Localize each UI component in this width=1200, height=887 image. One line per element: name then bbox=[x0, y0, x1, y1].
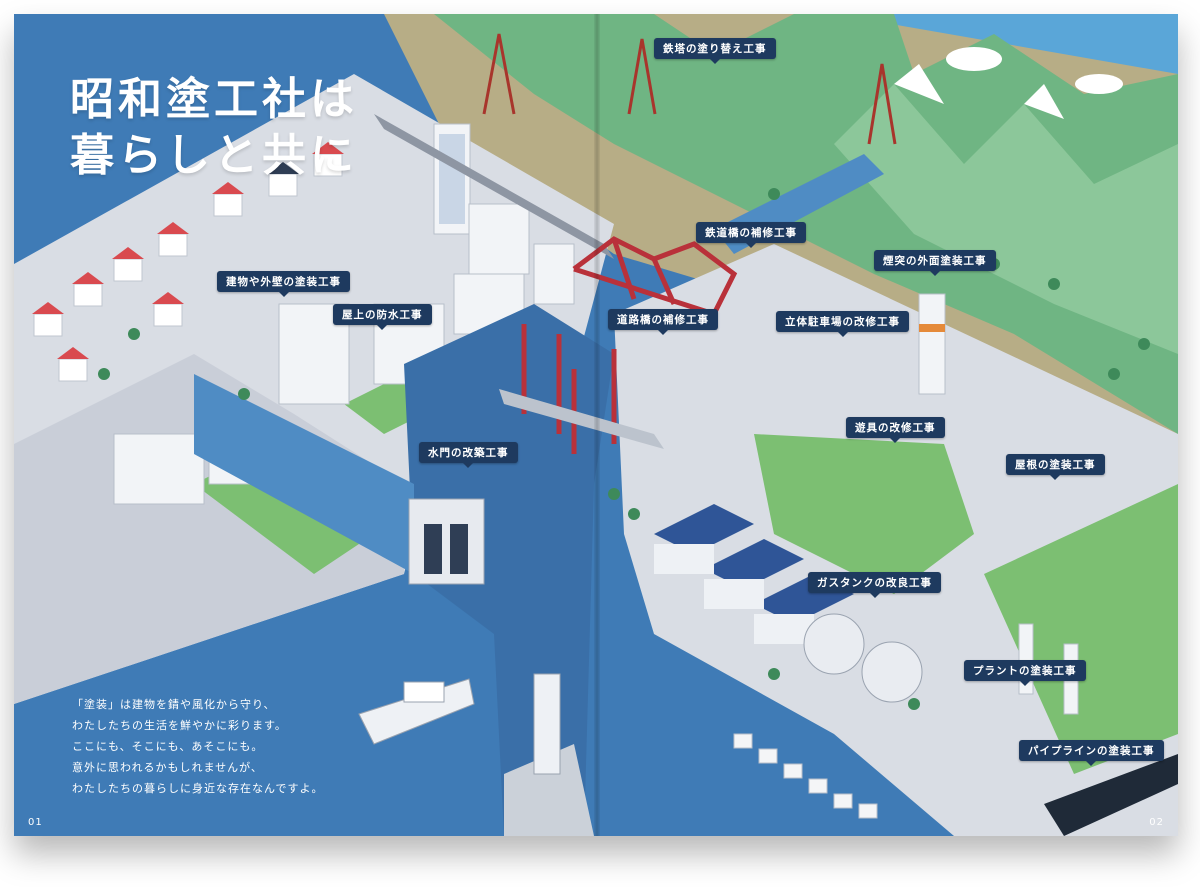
page-number-left: 01 bbox=[28, 817, 43, 828]
label-rooftop: 屋上の防水工事 bbox=[333, 304, 432, 330]
label-steel-tower: 鉄塔の塗り替え工事 bbox=[654, 38, 776, 64]
label-gas-tank: ガスタンクの改良工事 bbox=[808, 572, 941, 598]
headline-line-2: 暮らしと共に bbox=[70, 130, 358, 181]
label-plant: プラントの塗装工事 bbox=[964, 660, 1086, 686]
label-roof: 屋根の塗装工事 bbox=[1006, 454, 1105, 480]
city-illustration bbox=[14, 14, 1178, 836]
label-chimney: 煙突の外面塗装工事 bbox=[874, 250, 996, 276]
label-pipeline: パイプラインの塗装工事 bbox=[1019, 740, 1164, 766]
headline: 昭和塗工社は 暮らしと共に bbox=[70, 72, 358, 184]
label-building-wall: 建物や外壁の塗装工事 bbox=[217, 271, 350, 297]
label-railway-bridge: 鉄道橋の補修工事 bbox=[696, 222, 806, 248]
label-playground: 遊具の改修工事 bbox=[846, 417, 945, 443]
body-copy-line: ここにも、そこにも、あそこにも。 bbox=[72, 740, 264, 753]
page-gutter bbox=[594, 14, 600, 836]
magazine-spread: 昭和塗工社は 暮らしと共に 「塗装」は建物を錆や風化から守り、 わたしたちの生活… bbox=[14, 14, 1178, 836]
label-road-bridge: 道路橋の補修工事 bbox=[608, 309, 718, 335]
body-copy-line: 「塗装」は建物を錆や風化から守り、 bbox=[72, 698, 276, 711]
body-copy-line: 意外に思われるかもしれませんが、 bbox=[72, 761, 263, 774]
body-copy-line: わたしたちの暮らしに身近な存在なんですよ。 bbox=[72, 782, 324, 795]
page-number-right: 02 bbox=[1149, 817, 1164, 828]
label-parking: 立体駐車場の改修工事 bbox=[776, 311, 909, 337]
body-copy-line: わたしたちの生活を鮮やかに彩ります。 bbox=[72, 719, 287, 732]
headline-line-1: 昭和塗工社は bbox=[70, 74, 358, 125]
body-copy: 「塗装」は建物を錆や風化から守り、 わたしたちの生活を鮮やかに彩ります。 ここに… bbox=[72, 694, 402, 799]
label-floodgate: 水門の改築工事 bbox=[419, 442, 518, 468]
